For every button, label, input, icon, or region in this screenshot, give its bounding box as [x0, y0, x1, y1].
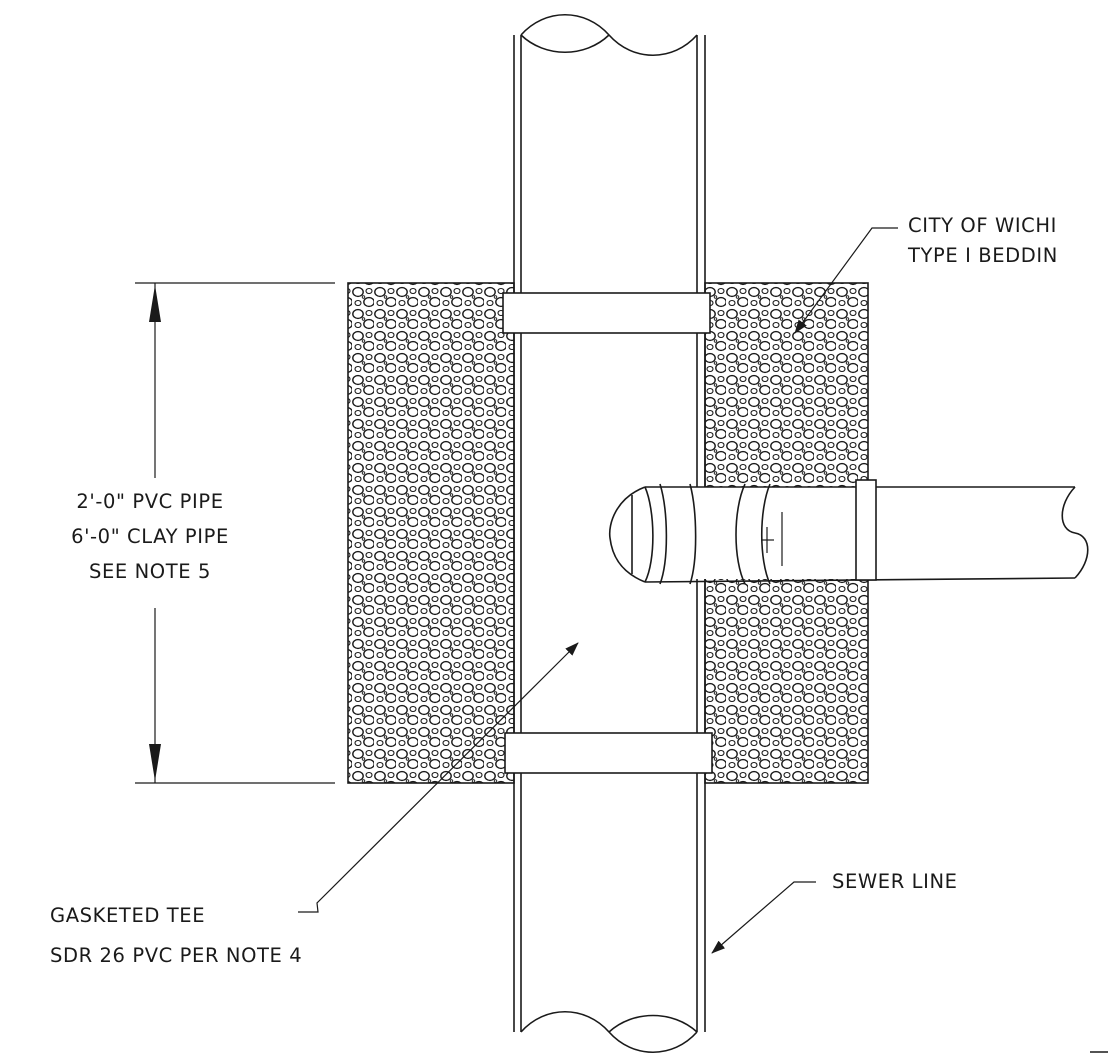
lateral-pipe: [608, 479, 1089, 585]
dimension-arrow-bottom: [149, 744, 161, 781]
dimension-label-line1: 2'-0" PVC PIPE: [76, 490, 223, 513]
collar-bottom: [504, 732, 713, 774]
dimension-arrow-top: [149, 285, 161, 322]
sewer-line-label: SEWER LINE: [832, 870, 958, 893]
pipe-break-top: [520, 14, 698, 56]
tee-label-line2: SDR 26 PVC PER NOTE 4: [50, 944, 302, 967]
tee-label-line1: GASKETED TEE: [50, 904, 205, 927]
lateral-coupling: [855, 479, 877, 581]
pipe-break-bottom: [520, 1011, 698, 1053]
bedding-gravel: [347, 282, 869, 784]
leaders: [298, 227, 898, 954]
bedding-gravel-left: [347, 282, 515, 784]
lateral-pipe-break: [1061, 486, 1089, 579]
pipe-collars: [502, 292, 713, 774]
tee-leader: [298, 642, 579, 913]
bedding-label-line1: CITY OF WICHI: [908, 214, 1057, 237]
dimension-line: [135, 282, 335, 784]
bedding-label-line2: TYPE I BEDDIN: [907, 244, 1058, 267]
sewer-leader: [711, 881, 816, 954]
dimension-label-line3: SEE NOTE 5: [89, 560, 211, 583]
dimension-label-line2: 6'-0" CLAY PIPE: [71, 525, 229, 548]
bedding-leader: [794, 227, 898, 334]
collar-top: [502, 292, 711, 334]
